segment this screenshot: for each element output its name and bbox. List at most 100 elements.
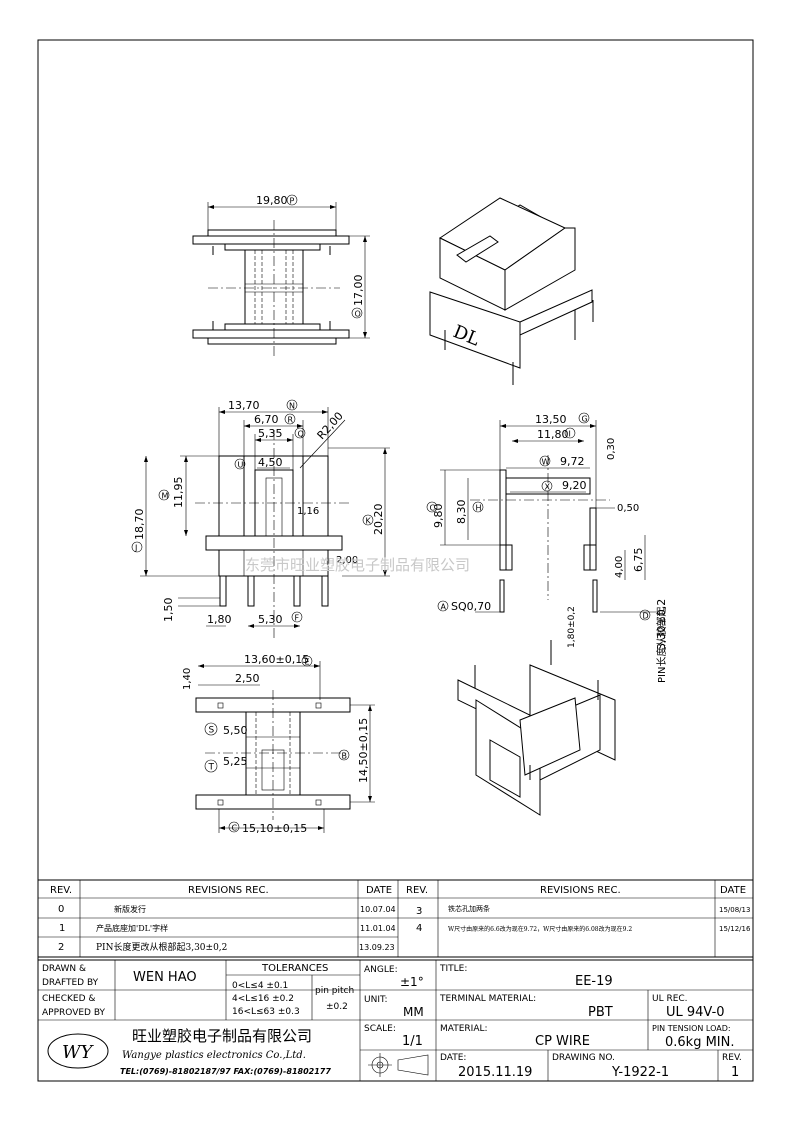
label-t: T <box>208 763 215 773</box>
label-g: G <box>582 415 588 424</box>
label-c2: C <box>232 824 238 833</box>
dim-0-50: 0,50 <box>617 503 639 514</box>
watermark: 东莞市旺业塑胶电子制品有限公司 <box>245 556 470 574</box>
ul-value: UL 94V-0 <box>666 1005 725 1020</box>
rev-1-date: 11.01.04 <box>360 924 396 933</box>
label-f: F <box>295 614 300 623</box>
dim-5-50: 5,50 <box>223 724 248 737</box>
dim-19-80: 19,80 <box>256 194 288 207</box>
revisions-header-2: REVISIONS REC. <box>540 885 621 896</box>
label-a: A <box>441 603 447 612</box>
rev-4: 4 <box>416 923 422 934</box>
dim-5-35: 5,35 <box>258 427 283 440</box>
front-view: 13,70 N 6,70 R 5,35 Q R2,00 4,50 U 11,95… <box>131 399 390 640</box>
pin-pitch-value: ±0.2 <box>326 1002 348 1012</box>
dim-13-70: 13,70 <box>228 399 260 412</box>
dim-1-16: 1,16 <box>297 506 319 517</box>
company-name-en: Wangye plastics electronics Co.,Ltd. <box>122 1050 306 1061</box>
pin-pitch-label: pin pitch <box>315 986 354 996</box>
unit-value: MM <box>403 1005 424 1019</box>
logo-text: WY <box>62 1042 95 1063</box>
company-name-cn: 旺业塑胶电子制品有限公司 <box>132 1027 312 1045</box>
label-r: R <box>288 416 294 425</box>
rev-0: 0 <box>58 904 64 915</box>
drawing-no-value: Y-1922-1 <box>611 1065 669 1080</box>
tolerance-1: 0<L≤4 ±0.1 <box>232 981 288 991</box>
dim-9-20: 9,20 <box>562 479 587 492</box>
label-s: S <box>209 726 215 736</box>
rev-0-date: 10.07.04 <box>360 905 396 914</box>
label-j: J <box>134 544 137 553</box>
rev-3-text: 铁芯孔加两条 <box>448 904 490 913</box>
label-o: O <box>355 310 361 319</box>
label-k: K <box>366 517 372 526</box>
top-view: 19,80 P 17,00 O <box>192 194 370 358</box>
isometric-view-top: DL <box>429 197 594 385</box>
dim-18-70: 18,70 <box>133 509 146 541</box>
pin-note: PIN长度从胶部起 <box>655 607 668 683</box>
dim-pin-180: 1,80±0,2 <box>567 606 577 648</box>
rev-header-2: REV. <box>406 885 428 896</box>
dim-20-20: 20,20 <box>372 504 385 536</box>
dim-1-80: 1,80 <box>207 613 232 626</box>
pin-tension-label: PIN TENSION LOAD: <box>652 1024 731 1033</box>
rev-value: 1 <box>731 1065 739 1080</box>
bottom-view: 13,60±0,15 E 2,50 1,40 5,50 S 5,25 T 14,… <box>182 653 375 835</box>
drawn-by: WEN HAO <box>133 970 197 985</box>
rev-4-date: 15/12/16 <box>719 925 751 933</box>
title-block: DRAWN & DRAFTED BY WEN HAO CHECKED & APP… <box>37 959 754 1082</box>
drafted-label: DRAFTED BY <box>42 978 99 988</box>
isometric-view-bottom <box>457 640 616 816</box>
dim-15-10: 15,10±0,15 <box>242 822 307 835</box>
label-e: E <box>305 658 310 667</box>
label-x: X <box>545 483 551 492</box>
dim-1-40: 1,40 <box>182 668 193 690</box>
dim-14-50: 14,50±0,15 <box>357 718 370 783</box>
approved-label: APPROVED BY <box>42 1008 106 1018</box>
title-label: TITLE: <box>439 964 467 974</box>
rev-2: 2 <box>58 942 64 953</box>
material-label: MATERIAL: <box>440 1024 488 1034</box>
ul-label: UL REC. <box>652 994 688 1004</box>
rev-1-text: 产品底座加'DL'字样 <box>96 923 168 933</box>
dim-6-70: 6,70 <box>254 413 279 426</box>
label-p: P <box>290 197 295 206</box>
rev-3: 3 <box>416 906 422 917</box>
pin-tension-value: 0.6kg MIN. <box>665 1035 735 1050</box>
label-q: Q <box>298 430 304 439</box>
tolerance-2: 4<L≤16 ±0.2 <box>232 994 294 1004</box>
angle-label: ANGLE: <box>364 965 398 975</box>
dim-11-95: 11,95 <box>172 477 185 509</box>
material-value: CP WIRE <box>535 1034 590 1049</box>
rev-header: REV. <box>50 885 72 896</box>
date-header: DATE <box>366 885 392 896</box>
dim-4-50: 4,50 <box>258 456 283 469</box>
rev-label: REV. <box>722 1053 742 1063</box>
side-view: 13,50 G 11,80 I 0,30 9,72 W 9,20 X 9,80 … <box>426 412 668 683</box>
tolerance-3: 16<L≤63 ±0.3 <box>232 1007 300 1017</box>
revisions-table: REV. REVISIONS REC. DATE REV. REVISIONS … <box>37 879 754 958</box>
scale-value: 1/1 <box>402 1034 423 1049</box>
dim-2-00: 2,00 <box>336 555 358 566</box>
dim-8-30: 8,30 <box>455 500 468 525</box>
dim-sq: SQ0,70 <box>451 600 491 613</box>
rev-3-date: 15/08/13 <box>719 906 750 914</box>
unit-label: UNIT: <box>364 995 388 1005</box>
projection-symbol-icon <box>368 1053 429 1077</box>
dim-4-00: 4,00 <box>614 556 625 578</box>
drawn-label: DRAWN & <box>42 964 86 974</box>
angle-value: ±1° <box>400 975 424 989</box>
label-i: I <box>569 430 571 439</box>
dim-11-80: 11,80 <box>537 428 569 441</box>
label-d: D <box>643 612 649 621</box>
rev-4-text: W尺寸由原来的6.6改为现在9.72，W尺寸由原来的6.08改为现在9.2 <box>448 925 632 933</box>
dim-2-50: 2,50 <box>235 672 260 685</box>
rev-1: 1 <box>59 923 65 934</box>
scale-label: SCALE: <box>364 1024 396 1034</box>
dim-9-80: 9,80 <box>432 504 445 529</box>
dim-9-72: 9,72 <box>560 455 585 468</box>
dim-13-50: 13,50 <box>535 413 567 426</box>
label-c: C <box>430 504 436 513</box>
rev-0-text: 新版发行 <box>114 904 146 914</box>
